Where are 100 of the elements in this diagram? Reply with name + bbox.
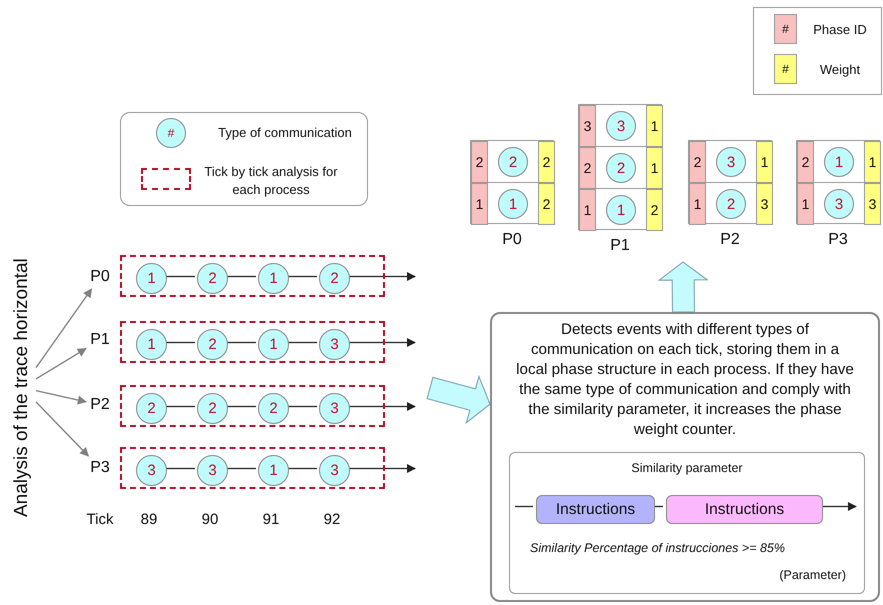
communication-type-circle: 1 xyxy=(258,263,289,294)
communication-type-circle: 3 xyxy=(136,455,167,486)
weight-cell: 1 xyxy=(646,147,663,189)
phase-id-cell: 2 xyxy=(689,141,706,183)
phase-structure-table xyxy=(688,140,772,224)
phase-id-cell: 1 xyxy=(689,183,706,225)
phase-id-cell: 2 xyxy=(797,141,814,183)
connector-line xyxy=(226,342,256,344)
arrow xyxy=(348,338,416,348)
tick-label: 90 xyxy=(200,510,220,530)
connector-line xyxy=(165,342,195,344)
connector-line xyxy=(226,406,256,408)
weight-cell: 2 xyxy=(538,183,555,225)
weight-cell: 3 xyxy=(756,183,773,225)
connector-line xyxy=(287,406,317,408)
panel-heading: Similarity parameter xyxy=(630,461,744,475)
weight-cell: 1 xyxy=(646,105,663,147)
connector-line xyxy=(165,406,195,408)
instructions-block: Instructions xyxy=(536,495,655,524)
legend-text: Type of communication xyxy=(217,124,353,142)
process-tick-frame xyxy=(120,255,385,297)
legend-symbol-icon: # xyxy=(156,118,186,148)
table-caption: P1 xyxy=(609,236,631,256)
connector-line xyxy=(515,506,533,508)
communication-type-circle: 2 xyxy=(136,393,167,424)
communication-type-circle: 3 xyxy=(606,111,636,141)
legend-swatch: # xyxy=(774,14,797,44)
communication-type-circle: 2 xyxy=(606,153,636,183)
legend-text: Phase ID xyxy=(812,21,868,39)
communication-type-circle: 3 xyxy=(319,393,350,424)
connector-line xyxy=(287,276,317,278)
process-label: P1 xyxy=(86,328,114,352)
phase-structure-table xyxy=(578,104,662,230)
process-tick-frame xyxy=(120,447,385,489)
communication-type-circle: 3 xyxy=(824,189,854,219)
communication-type-circle: 3 xyxy=(319,329,350,360)
table-caption: P2 xyxy=(719,230,741,250)
process-label: P3 xyxy=(86,456,114,480)
communication-type-circle: 2 xyxy=(197,393,228,424)
axis-label: Tick xyxy=(86,510,114,530)
arrow xyxy=(36,402,89,457)
instructions-block: Instructions xyxy=(666,495,823,524)
phase-structure-table xyxy=(470,140,554,224)
communication-type-circle: 1 xyxy=(498,189,528,219)
connector-line xyxy=(287,342,317,344)
process-tick-frame xyxy=(120,321,385,363)
phase-structure-table xyxy=(796,140,880,224)
connector-line xyxy=(165,468,195,470)
communication-type-circle: 1 xyxy=(606,195,636,225)
phase-id-cell: 2 xyxy=(579,147,596,189)
arrow xyxy=(36,390,87,404)
description-panel xyxy=(490,312,880,602)
weight-cell: 2 xyxy=(646,189,663,231)
legend-text: Weight xyxy=(818,61,862,79)
communication-type-circle: 2 xyxy=(197,263,228,294)
phase-id-cell: 1 xyxy=(579,189,596,231)
phase-id-cell: 3 xyxy=(579,105,596,147)
phase-id-cell: 2 xyxy=(471,141,488,183)
formula-text: Similarity Percentage of instrucciones >= 85% xyxy=(530,541,785,555)
communication-type-circle: 3 xyxy=(716,147,746,177)
communication-type-circle: 1 xyxy=(136,329,167,360)
weight-cell: 1 xyxy=(864,141,881,183)
connector-line xyxy=(226,276,256,278)
legend-swatch: # xyxy=(774,54,797,84)
communication-type-circle: 1 xyxy=(136,263,167,294)
table-caption: P3 xyxy=(827,230,849,250)
connector-line xyxy=(287,468,317,470)
connector-line xyxy=(226,468,256,470)
block-arrow xyxy=(658,261,709,313)
process-label: P0 xyxy=(86,265,114,289)
communication-type-circle: 2 xyxy=(498,147,528,177)
communication-type-circle: 2 xyxy=(258,393,289,424)
communication-type-circle: 3 xyxy=(197,455,228,486)
arrow xyxy=(348,464,416,474)
communication-type-circle: 2 xyxy=(197,329,228,360)
arrow xyxy=(35,288,92,368)
weight-cell: 2 xyxy=(538,141,555,183)
arrow xyxy=(36,348,87,380)
connector-line xyxy=(165,276,195,278)
phase-id-cell: 1 xyxy=(797,183,814,225)
weight-cell: 1 xyxy=(756,141,773,183)
arrow xyxy=(348,272,416,282)
process-tick-frame xyxy=(120,385,385,427)
tick-label: 91 xyxy=(262,510,280,530)
tick-label: 89 xyxy=(140,510,158,530)
communication-type-circle: 3 xyxy=(319,455,350,486)
communication-type-circle: 2 xyxy=(319,263,350,294)
arrow xyxy=(348,402,416,412)
parameter-note: (Parameter) xyxy=(779,568,846,582)
communication-type-circle: 2 xyxy=(716,189,746,219)
legend-text: Tick by tick analysis for each process xyxy=(203,163,339,199)
communication-type-circle: 1 xyxy=(258,455,289,486)
block-arrow xyxy=(426,374,491,424)
table-caption: P0 xyxy=(501,230,523,250)
tick-label: 92 xyxy=(322,510,342,530)
vertical-caption: Analysis of the trace horizontal xyxy=(8,250,36,525)
communication-type-circle: 1 xyxy=(258,329,289,360)
communication-type-circle: 1 xyxy=(824,147,854,177)
weight-cell: 3 xyxy=(864,183,881,225)
phase-id-cell: 1 xyxy=(471,183,488,225)
